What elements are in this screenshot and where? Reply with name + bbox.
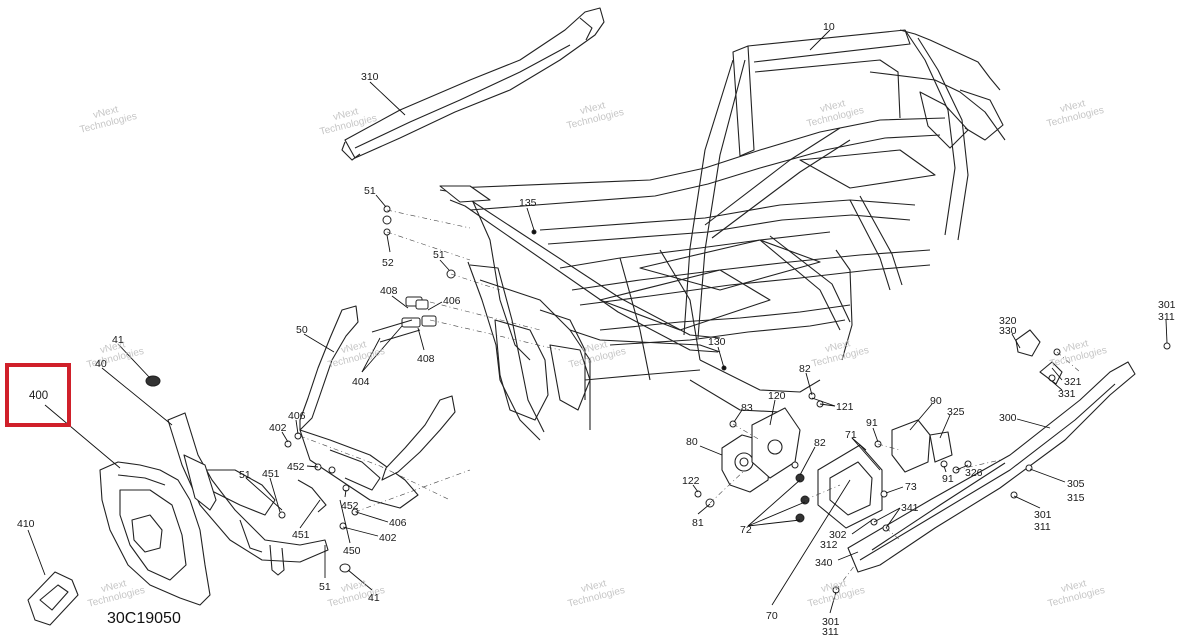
callout-label[interactable]: 51 [364, 185, 376, 197]
callout-label[interactable]: 451 [262, 468, 280, 480]
callout-label[interactable]: 10 [823, 21, 835, 33]
callout-label[interactable]: 311 [1158, 311, 1175, 323]
callout-label[interactable]: 402 [379, 532, 397, 544]
callout-label[interactable]: 305 [1067, 478, 1085, 490]
callout-label[interactable]: 400 [29, 390, 49, 402]
callout-label[interactable]: 452 [287, 461, 305, 473]
callout-label[interactable]: 71 [845, 429, 857, 441]
callout-label[interactable]: 320 [999, 315, 1017, 327]
callout-label[interactable]: 408 [380, 285, 398, 297]
front-bumper-assembly [27, 305, 456, 626]
callout-label[interactable]: 340 [815, 557, 833, 569]
callout-label[interactable]: 301 [1034, 509, 1052, 521]
callout-label[interactable]: 341 [901, 502, 919, 514]
callout-label[interactable]: 301 [1158, 299, 1176, 311]
callout-label[interactable]: 91 [942, 473, 954, 485]
callout-label[interactable]: 321 [1064, 376, 1082, 388]
callout-label[interactable]: 406 [288, 410, 306, 422]
callout-label[interactable]: 91 [866, 417, 878, 429]
callout-label[interactable]: 82 [799, 363, 811, 375]
callout-label[interactable]: 301 [822, 616, 840, 628]
callout-label[interactable]: 300 [999, 412, 1017, 424]
callout-label[interactable]: 120 [768, 390, 786, 402]
callout-label[interactable]: 52 [382, 257, 394, 269]
callout-label[interactable]: 325 [947, 406, 965, 418]
callout-label[interactable]: 404 [352, 376, 370, 388]
main-frame [439, 29, 1006, 441]
callout-label[interactable]: 72 [740, 524, 752, 536]
callout-label[interactable]: 311 [1034, 521, 1051, 533]
callout-label[interactable]: 311 [822, 626, 839, 638]
callout-label[interactable]: 406 [443, 295, 461, 307]
callout-label[interactable]: 51 [319, 581, 331, 593]
callout-label[interactable]: 135 [519, 197, 537, 209]
callout-label[interactable]: 326 [965, 467, 983, 479]
callout-label[interactable]: 80 [686, 436, 698, 448]
callout-label[interactable]: 408 [417, 353, 435, 365]
callout-label[interactable]: 302 [829, 529, 847, 541]
callout-label[interactable]: 41 [112, 334, 124, 346]
callout-label[interactable]: 410 [17, 518, 35, 530]
callout-label[interactable]: 73 [905, 481, 917, 493]
callout-label[interactable]: 90 [930, 395, 942, 407]
callout-label[interactable]: 41 [368, 592, 380, 604]
callout-label[interactable]: 50 [296, 324, 308, 336]
callout-label[interactable]: 402 [269, 422, 287, 434]
callout-label[interactable]: 51 [239, 469, 251, 481]
right-side-components [721, 329, 1136, 573]
callout-label[interactable]: 310 [361, 71, 379, 83]
callout-label[interactable]: 81 [692, 517, 704, 529]
callout-label[interactable]: 82 [814, 437, 826, 449]
highlight-box [5, 363, 71, 427]
callout-label[interactable]: 83 [741, 402, 753, 414]
callout-label[interactable]: 122 [682, 475, 700, 487]
callout-label[interactable]: 450 [343, 545, 361, 557]
callout-label[interactable]: 331 [1058, 388, 1076, 400]
callout-label[interactable]: 406 [389, 517, 407, 529]
callout-label[interactable]: 40 [95, 358, 107, 370]
callout-label[interactable]: 315 [1067, 492, 1085, 504]
callout-label[interactable]: 121 [836, 401, 854, 413]
callout-label[interactable]: 70 [766, 610, 778, 622]
assembly-lines [299, 209, 1081, 591]
part-310-side-rail [341, 7, 605, 161]
figure-code: 30C19050 [107, 610, 181, 627]
callout-label[interactable]: 330 [999, 325, 1017, 337]
callout-label[interactable]: 452 [341, 500, 359, 512]
callout-label[interactable]: 451 [292, 529, 310, 541]
callout-label[interactable]: 51 [433, 249, 445, 261]
leader-lines [27, 29, 1168, 614]
callout-label[interactable]: 312 [820, 539, 838, 551]
callout-label[interactable]: 130 [708, 336, 726, 348]
